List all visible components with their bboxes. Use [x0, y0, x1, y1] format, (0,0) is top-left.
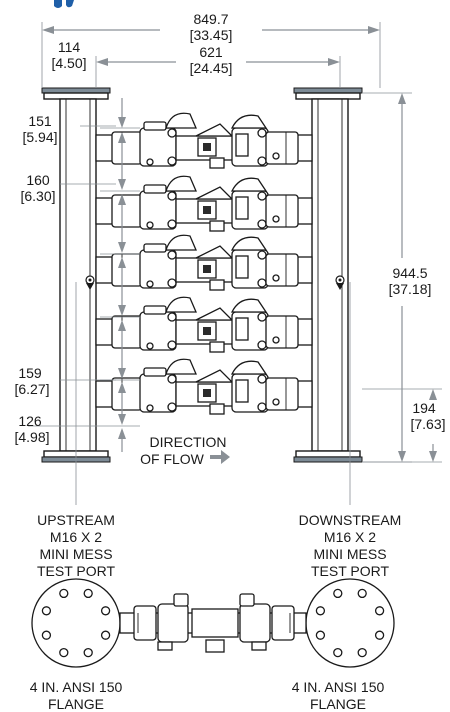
- dim-overall-height: 944.5 [37.18]: [362, 92, 432, 463]
- dim-outlet-height-mm: 194: [412, 400, 436, 416]
- valve-assembly: [95, 112, 313, 169]
- svg-text:4 IN. ANSI 150: 4 IN. ANSI 150: [30, 679, 123, 695]
- svg-text:M16 X 2: M16 X 2: [50, 529, 102, 545]
- bolt-hole: [41, 606, 52, 616]
- flow-label-line2: OF FLOW: [140, 451, 205, 467]
- dim-bottom-spacing-mm: 126: [18, 413, 42, 429]
- svg-text:TEST PORT: TEST PORT: [37, 563, 116, 579]
- svg-text:MINI MESS: MINI MESS: [313, 546, 386, 562]
- bolt-hole: [315, 606, 326, 616]
- left-flange-label: 4 IN. ANSI 150 FLANGE: [30, 679, 123, 712]
- dim-outlet-height: 194 [7.63]: [362, 388, 446, 463]
- downstream-test-port-icon: [335, 275, 345, 290]
- bolt-hole: [83, 588, 93, 599]
- bolt-hole: [100, 630, 111, 640]
- bolt-hole: [374, 630, 385, 640]
- svg-text:TEST PORT: TEST PORT: [311, 563, 390, 579]
- dim-top-spacing-mm: 151: [28, 113, 52, 129]
- dim-overall-width: 849.7 [33.45]: [41, 11, 381, 88]
- bolt-hole: [315, 630, 326, 640]
- dim-bottom-spacing-in: [4.98]: [14, 429, 49, 445]
- dim-manifold-offset: 114 [4.50]: [51, 39, 86, 71]
- valve-assembly: [95, 296, 313, 353]
- bolt-hole: [374, 606, 385, 616]
- svg-text:M16 X 2: M16 X 2: [324, 529, 376, 545]
- dim-flange-spacing-in: [24.45]: [190, 60, 233, 76]
- upstream-test-port-icon: [85, 275, 95, 290]
- svg-text:FLANGE: FLANGE: [48, 696, 104, 712]
- bolt-hole: [59, 588, 69, 599]
- flow-label-line1: DIRECTION: [150, 434, 227, 450]
- bolt-hole: [41, 630, 52, 640]
- flow-direction: DIRECTION OF FLOW: [140, 434, 230, 467]
- dim-valve-pitch-in: [6.30]: [20, 188, 55, 204]
- dim-top-spacing-in: [5.94]: [22, 129, 57, 145]
- downstream-riser: [293, 87, 363, 463]
- bolt-hole: [333, 647, 343, 658]
- bolt-hole: [357, 647, 367, 658]
- valve-assembly: [95, 175, 313, 232]
- dim-flange-spacing-mm: 621: [199, 44, 223, 60]
- svg-text:DOWNSTREAM: DOWNSTREAM: [299, 512, 402, 528]
- right-flange-label: 4 IN. ANSI 150 FLANGE: [292, 679, 385, 712]
- downstream-port-label: DOWNSTREAM M16 X 2 MINI MESS TEST PORT: [299, 512, 402, 579]
- dim-overall-width-in: [33.45]: [190, 27, 233, 43]
- plan-view: [31, 578, 395, 668]
- dim-overall-height-mm: 944.5: [392, 265, 427, 281]
- dim-overall-width-mm: 849.7: [193, 11, 228, 27]
- svg-text:UPSTREAM: UPSTREAM: [37, 512, 115, 528]
- dim-outlet-height-in: [7.63]: [410, 416, 445, 432]
- brand-logo-icon: [54, 0, 74, 8]
- flow-arrow-icon: [210, 450, 230, 464]
- dim-bottom-pitch-mm: 159: [18, 365, 42, 381]
- dim-manifold-offset-mm: 114: [58, 39, 81, 55]
- bolt-hole: [83, 647, 93, 658]
- valve-assembly: [95, 234, 313, 291]
- upstream-port-label: UPSTREAM M16 X 2 MINI MESS TEST PORT: [37, 512, 116, 579]
- dim-bottom-pitch-in: [6.27]: [14, 381, 49, 397]
- bolt-hole: [59, 647, 69, 658]
- dim-valve-pitch-mm: 160: [26, 172, 50, 188]
- dim-flange-spacing: 621 [24.45]: [95, 44, 341, 88]
- bolt-hole: [100, 606, 111, 616]
- svg-text:4 IN. ANSI 150: 4 IN. ANSI 150: [292, 679, 385, 695]
- right-flange-bolt-pattern: [315, 588, 385, 658]
- dim-left-stack: 151 [5.94] 160 [6.30] 159 [6.27] 126 [4.…: [14, 98, 140, 452]
- svg-text:MINI MESS: MINI MESS: [39, 546, 112, 562]
- left-flange-bolt-pattern: [41, 588, 111, 658]
- bolt-hole: [357, 588, 367, 599]
- svg-text:FLANGE: FLANGE: [310, 696, 366, 712]
- bolt-hole: [333, 588, 343, 599]
- valve-stack: [95, 112, 313, 415]
- dim-overall-height-in: [37.18]: [389, 281, 432, 297]
- valve-assembly: [95, 358, 313, 415]
- dim-manifold-offset-in: [4.50]: [51, 55, 86, 71]
